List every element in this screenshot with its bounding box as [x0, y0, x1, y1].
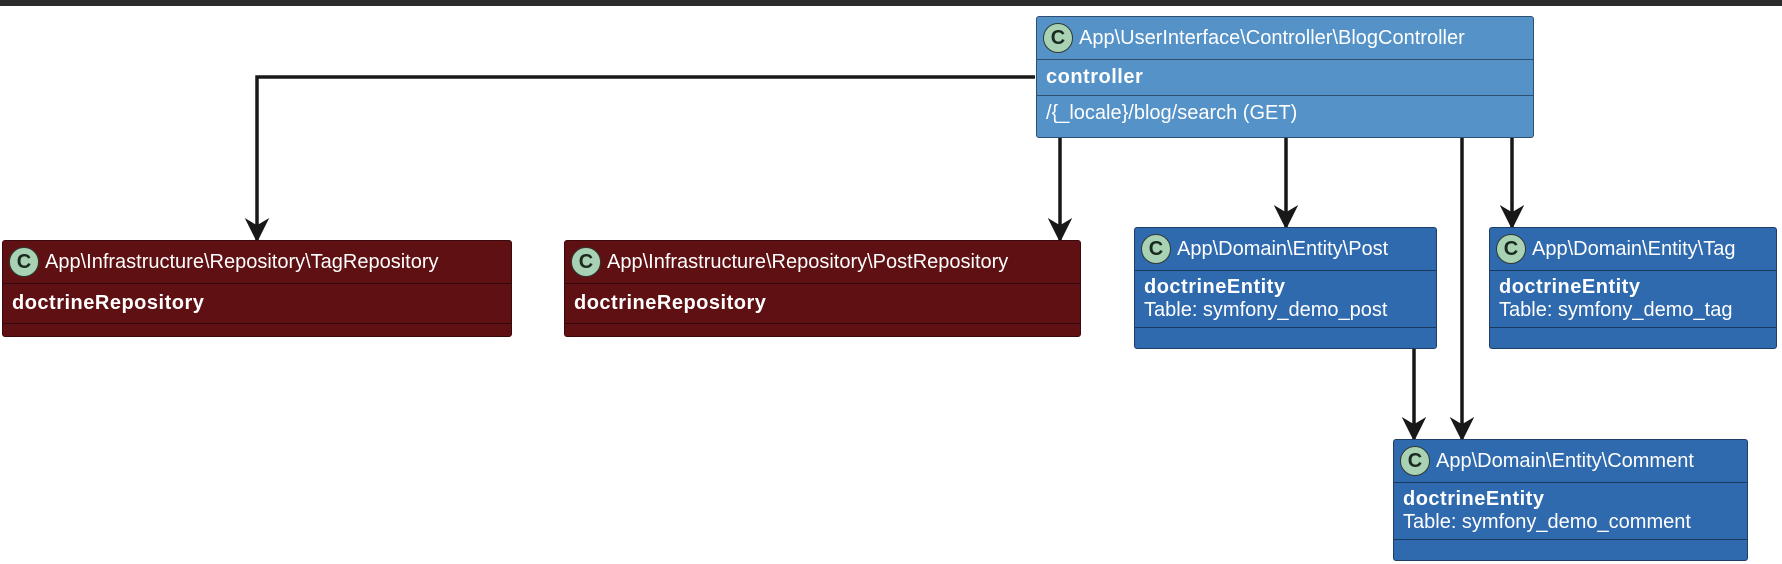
class-badge-icon: C — [1496, 234, 1526, 264]
class-postrepository[interactable]: C App\Infrastructure\Repository\PostRepo… — [564, 240, 1081, 337]
class-name: App\UserInterface\Controller\BlogControl… — [1079, 26, 1465, 49]
class-comment-entity[interactable]: C App\Domain\Entity\Comment doctrineEnti… — [1393, 439, 1748, 561]
class-header: C App\Infrastructure\Repository\TagRepos… — [3, 241, 511, 283]
edge-controller-tagrepository — [244, 75, 1035, 243]
class-name: App\Infrastructure\Repository\PostReposi… — [607, 250, 1009, 273]
entity-table: Table: symfony_demo_post — [1144, 299, 1388, 321]
class-name: App\Domain\Entity\Post — [1177, 237, 1389, 260]
class-name: App\Domain\Entity\Tag — [1532, 237, 1736, 260]
class-stereotype: doctrineEntity — [1403, 488, 1545, 510]
class-tag-entity[interactable]: C App\Domain\Entity\Tag doctrineEntity T… — [1489, 227, 1777, 349]
entity-details: doctrineEntity Table: symfony_demo_post — [1135, 270, 1436, 327]
class-tagrepository[interactable]: C App\Infrastructure\Repository\TagRepos… — [2, 240, 512, 337]
class-name: App\Infrastructure\Repository\TagReposit… — [45, 250, 439, 273]
class-header: C App\Infrastructure\Repository\PostRepo… — [565, 241, 1080, 283]
class-stereotype: doctrineEntity — [1144, 276, 1286, 298]
class-badge-icon: C — [1400, 446, 1430, 476]
class-methods-section — [1394, 539, 1747, 548]
class-badge-icon: C — [1043, 23, 1073, 53]
top-bar — [0, 0, 1782, 6]
class-methods-section — [565, 323, 1080, 332]
class-header: C App\Domain\Entity\Comment — [1394, 440, 1747, 482]
class-stereotype: doctrineEntity — [1499, 276, 1641, 298]
entity-details: doctrineEntity Table: symfony_demo_tag — [1490, 270, 1776, 327]
class-badge-icon: C — [571, 247, 601, 277]
class-badge-icon: C — [9, 247, 39, 277]
class-stereotype: doctrineRepository — [3, 283, 511, 323]
entity-details: doctrineEntity Table: symfony_demo_comme… — [1394, 482, 1747, 539]
class-header: C App\Domain\Entity\Post — [1135, 228, 1436, 270]
class-name: App\Domain\Entity\Comment — [1436, 449, 1694, 472]
class-methods-section — [1135, 327, 1436, 336]
entity-table: Table: symfony_demo_comment — [1403, 511, 1691, 533]
controller-route: /{_locale}/blog/search (GET) — [1037, 95, 1533, 131]
class-methods-section — [1490, 327, 1776, 336]
class-stereotype: doctrineRepository — [565, 283, 1080, 323]
class-badge-icon: C — [1141, 234, 1171, 264]
class-blogcontroller[interactable]: C App\UserInterface\Controller\BlogContr… — [1036, 16, 1534, 138]
class-header: C App\Domain\Entity\Tag — [1490, 228, 1776, 270]
class-stereotype: controller — [1037, 59, 1533, 95]
class-post-entity[interactable]: C App\Domain\Entity\Post doctrineEntity … — [1134, 227, 1437, 349]
class-methods-section — [3, 323, 511, 332]
entity-table: Table: symfony_demo_tag — [1499, 299, 1733, 321]
class-header: C App\UserInterface\Controller\BlogContr… — [1037, 17, 1533, 59]
